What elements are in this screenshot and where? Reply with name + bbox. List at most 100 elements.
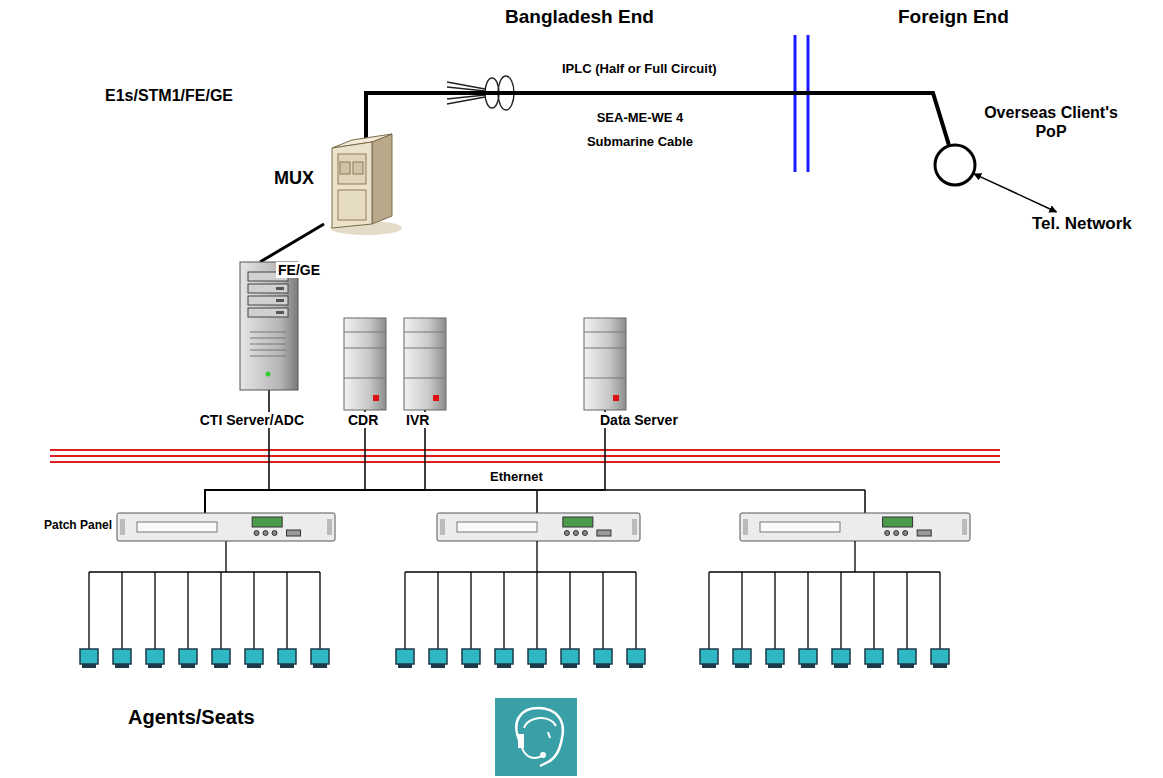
graphic-part: [522, 748, 542, 758]
monitor-base: [280, 664, 294, 668]
cabinet-front: [332, 142, 372, 228]
seat-wire: [405, 571, 636, 572]
status-light: [613, 395, 619, 401]
monitor-screen: [733, 649, 751, 664]
panel-port: [917, 530, 931, 536]
bay-slot: [276, 311, 284, 314]
panel-button: [885, 531, 890, 536]
interface-label: E1s/STM1/FE/GE: [105, 87, 233, 105]
node-shape: [933, 143, 977, 187]
monitor-base: [82, 664, 96, 668]
seat-wire: [906, 572, 907, 649]
monitor-screen: [627, 649, 645, 664]
vent-line: [250, 350, 286, 351]
monitor-base: [900, 664, 914, 668]
seat-wire: [840, 572, 841, 649]
node-shape: [322, 128, 402, 236]
monitor-base: [464, 664, 478, 668]
bus-drop: [864, 490, 866, 514]
link-line: [974, 174, 1056, 212]
panel-ear: [743, 519, 748, 535]
panel-button: [582, 531, 587, 536]
monitor-screen: [561, 649, 579, 664]
seat-wire: [286, 572, 287, 649]
data-server: Data Server: [580, 318, 630, 410]
panel-button: [894, 531, 899, 536]
panel-ear: [632, 519, 637, 535]
status-light: [433, 395, 439, 401]
vent-line: [250, 338, 286, 339]
monitor-screen: [462, 649, 480, 664]
seat-wire: [709, 571, 940, 572]
ivr-server: IVR: [400, 318, 450, 410]
monitor-screen: [278, 649, 296, 664]
graphic-part: [524, 718, 556, 728]
seat-wire: [939, 572, 940, 649]
node-label: Patch Panel: [44, 519, 112, 533]
seat-wire: [470, 572, 471, 649]
panel-slot: [137, 522, 217, 532]
server-seam: [344, 348, 386, 349]
cabinet-panel: [338, 190, 366, 220]
graphic-part: [447, 97, 485, 104]
seat-wire: [569, 572, 570, 649]
cabinet-slot: [353, 162, 363, 174]
status-light: [373, 395, 379, 401]
bus-drop: [536, 490, 538, 514]
bus-label: Ethernet: [490, 470, 543, 485]
panel-display: [883, 517, 913, 527]
monitor-screen: [931, 649, 949, 664]
seat-wire: [404, 572, 405, 649]
panel-button: [903, 531, 908, 536]
node-shape: [238, 262, 300, 390]
bay-slot: [276, 299, 284, 302]
vent-line: [250, 344, 286, 345]
network-label: Tel. Network: [1030, 212, 1134, 236]
monitor-screen: [146, 649, 164, 664]
monitor-base: [148, 664, 162, 668]
seat-wire: [253, 572, 254, 649]
cabinet-side: [372, 134, 392, 224]
seat-wire: [187, 572, 188, 649]
agent-seats: [80, 541, 949, 668]
seat-wire: [741, 572, 742, 649]
monitor-screen: [245, 649, 263, 664]
seat-wire: [807, 572, 808, 649]
seat-wire: [873, 572, 874, 649]
server-seam: [404, 332, 446, 333]
node-label: CDR: [346, 412, 380, 428]
seat-wire: [88, 572, 89, 649]
node-label: Data Server: [598, 412, 680, 428]
monitor-screen: [396, 649, 414, 664]
monitor-base: [431, 664, 445, 668]
firewall-line: [50, 449, 1000, 451]
seat-wire: [503, 572, 504, 649]
vent-line: [250, 356, 286, 357]
power-led: [266, 372, 271, 377]
monitor-screen: [832, 649, 850, 664]
node-shape: [340, 318, 390, 410]
group-label: Agents/Seats: [128, 706, 255, 729]
monitor-base: [834, 664, 848, 668]
patch-panels: [437, 513, 970, 541]
monitor-screen: [495, 649, 513, 664]
monitor-base: [115, 664, 129, 668]
graphic-part: [516, 708, 563, 766]
monitor-base: [563, 664, 577, 668]
panel-slot: [457, 522, 537, 532]
panel-body: [117, 513, 335, 541]
panel-port: [287, 530, 301, 536]
monitor-screen: [766, 649, 784, 664]
panel-slot: [760, 522, 840, 532]
monitor-screen: [113, 649, 131, 664]
drive-bay: [248, 284, 288, 293]
node-shape: [400, 318, 450, 410]
server-seam: [404, 378, 446, 379]
monitor-base: [247, 664, 261, 668]
panel-ear: [120, 519, 125, 535]
server-seam: [584, 332, 626, 333]
monitor-base: [867, 664, 881, 668]
pop-circle: Overseas Client's PoP: [933, 143, 977, 187]
graphic-part: [447, 87, 485, 91]
